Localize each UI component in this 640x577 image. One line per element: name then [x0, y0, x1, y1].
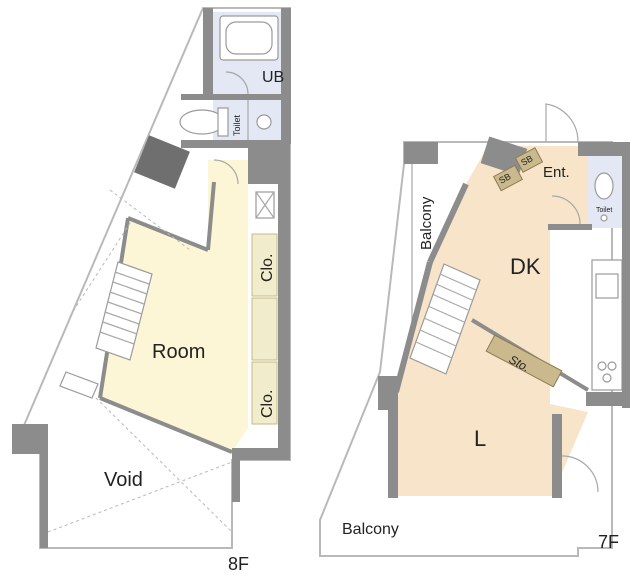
wall-8f-right-mid [248, 144, 290, 184]
door-ub [225, 71, 249, 95]
shoe-box-1 [514, 147, 544, 173]
door-toilet [213, 159, 239, 185]
toilet-tank-icon [217, 107, 229, 137]
balcony-side-label: Balcony [418, 196, 435, 250]
door-entrance [545, 103, 579, 143]
wall-7f-right-bottom [586, 392, 630, 406]
column-8f [134, 135, 190, 189]
shoe-box-2-label: SB [497, 171, 512, 185]
floor-7f-plan: Ent. SB SB Toilet DK Sto. L Balcony Balc… [319, 103, 630, 557]
wall-8f-right [278, 184, 290, 460]
closet-middle [251, 297, 278, 361]
sink-icon [256, 114, 272, 130]
storage [485, 334, 563, 388]
wall-7f-right [622, 142, 630, 408]
wall-8f-left-bottom [12, 424, 48, 454]
entrance-label: Ent. [543, 164, 570, 181]
stove-burner-icon [597, 361, 607, 371]
wall-7f-bottom-right [552, 414, 562, 498]
living-label: L [474, 426, 486, 451]
stairs-8f-icon [59, 261, 153, 399]
shoe-box-2 [492, 164, 524, 192]
wall-7f-top-mid [480, 136, 528, 176]
wall-7f-left [388, 392, 398, 498]
door-balcony-7f [561, 455, 599, 493]
wall-8f-left-upper [203, 8, 213, 94]
room-label: Room [152, 341, 205, 363]
toilet-label-7f: Toilet [596, 207, 612, 214]
void-upper-dash [109, 189, 191, 251]
wall-7f-toilet [548, 224, 592, 230]
closet-lower-label: Clo. [259, 390, 276, 418]
void-diagonal-2 [95, 397, 233, 533]
wall-8f-toilet [181, 140, 281, 148]
closet-upper-label: Clo. [259, 254, 276, 282]
kitchen-sink-icon [595, 273, 619, 299]
wall-7f-top-right [578, 142, 628, 156]
void-label: Void [104, 469, 143, 491]
floor-8f-label: 8F [228, 554, 249, 574]
wall-8f-right-upper [281, 8, 291, 144]
closet-upper [251, 233, 278, 297]
balcony-bottom-label: Balcony [342, 521, 399, 538]
wall-8f-void-right [232, 460, 240, 502]
column-7f [378, 376, 398, 410]
wall-8f-void-left [40, 454, 48, 548]
shoe-box-1-label: SB [519, 153, 534, 167]
wall-7f-top-left [404, 142, 438, 164]
wall-8f-ub [181, 94, 281, 100]
toilet-7f-icon [594, 172, 614, 200]
wall-8f-bottom [232, 448, 290, 460]
floor-8f-plan: UB Toilet Room Clo. Clo. Void 8F [12, 7, 291, 574]
closet-lower [251, 361, 278, 425]
door-toilet-7f [551, 195, 581, 225]
floor-7f-label: 7F [598, 532, 619, 552]
ub-label: UB [262, 69, 284, 86]
toilet-icon [179, 109, 225, 135]
void-diagonal-1 [47, 461, 233, 533]
dk-label: DK [510, 254, 541, 279]
toilet-label-8f: Toilet [232, 114, 242, 136]
bathtub-basin-icon [225, 21, 273, 55]
stairs-7f-icon [409, 263, 481, 375]
